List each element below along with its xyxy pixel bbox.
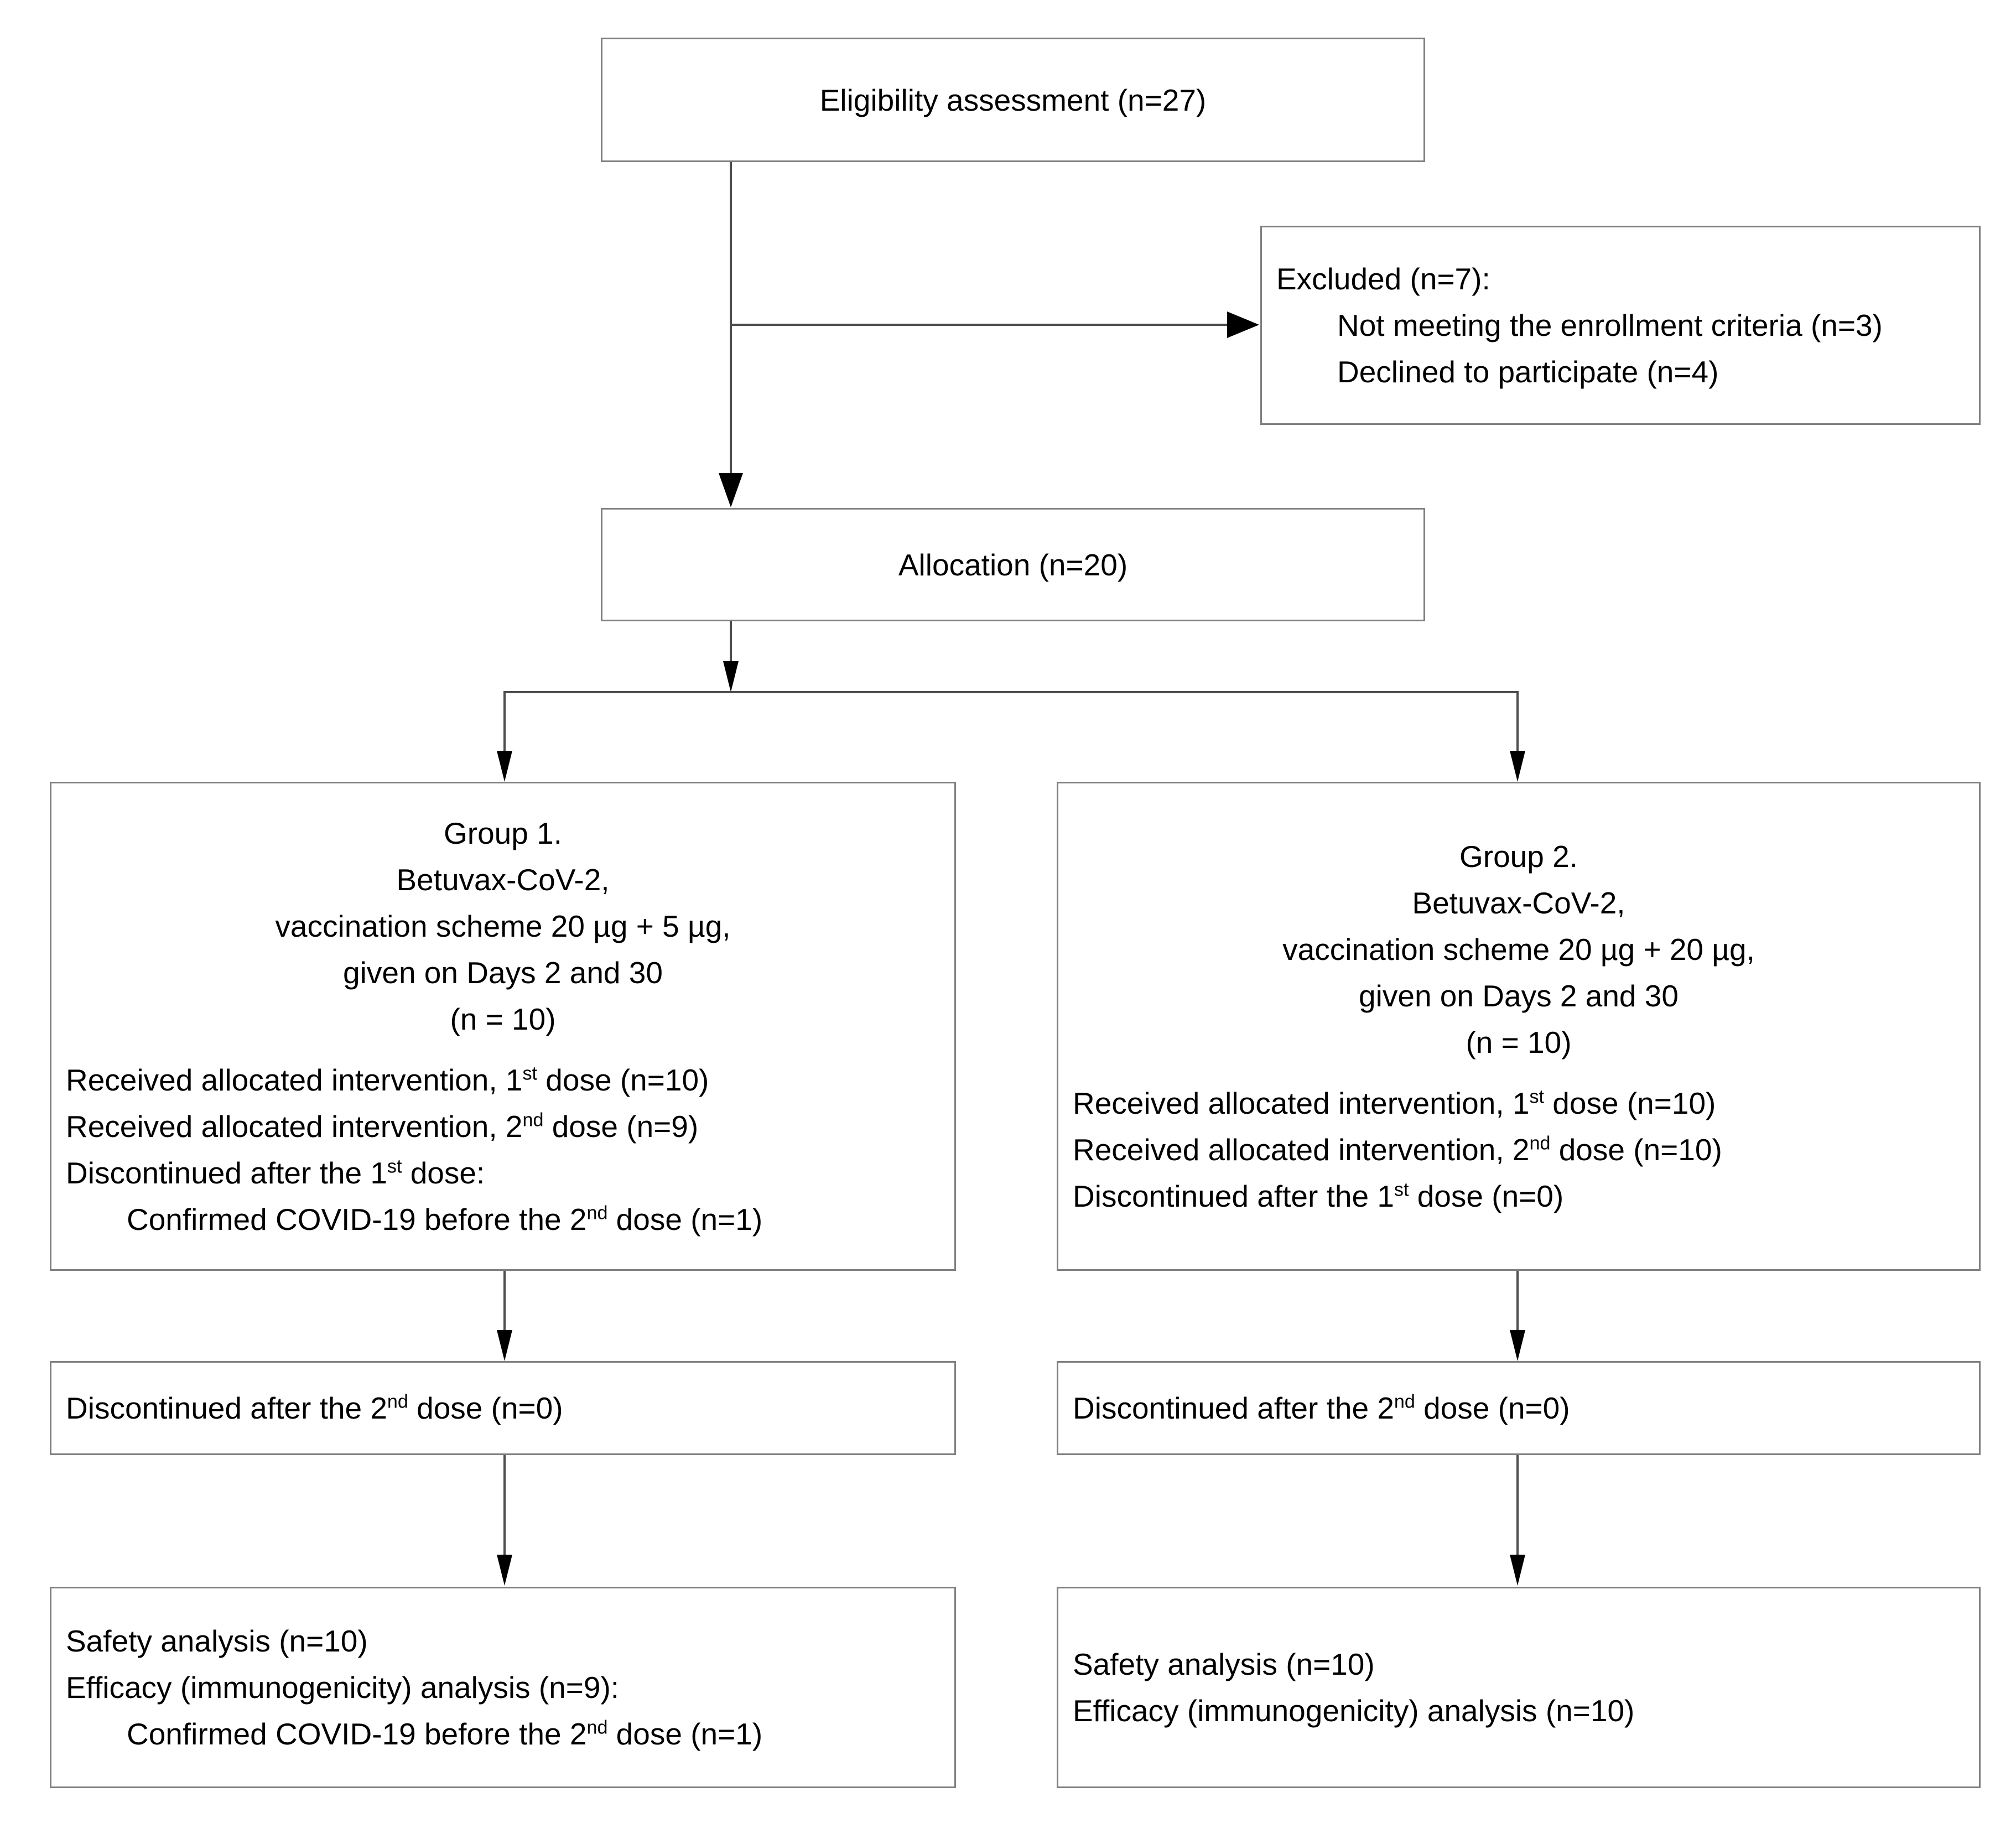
analysis-2-lines-1: Efficacy (immunogenicity) analysis (n=10… — [1073, 1694, 1635, 1728]
discontinued-1-lines-0: Discontinued after the 2nd dose (n=0) — [66, 1391, 563, 1425]
group-1-details-3: Confirmed COVID-19 before the 2nd dose (… — [127, 1202, 763, 1237]
group-1-details-2-ordinal-suffix: st — [387, 1156, 402, 1177]
group-2-header-line-1: Betuvax-CoV-2, — [1412, 886, 1625, 920]
arrowhead-to-group2 — [1510, 751, 1525, 782]
arrowhead-to-excluded — [1227, 311, 1259, 338]
connector-discontinued1-to-analysis — [503, 1455, 506, 1555]
arrowhead-discontinued1-to-analysis — [497, 1555, 512, 1586]
group-2-header: Group 2. Betuvax-CoV-2, vaccination sche… — [1058, 833, 1979, 1066]
excluded-heading: Excluded (n=7): — [1276, 262, 1490, 296]
connector-group2-to-discontinued — [1516, 1271, 1519, 1331]
arrowhead-group1-to-discontinued — [497, 1330, 512, 1361]
group-1-details-0-ordinal-suffix: st — [522, 1063, 538, 1084]
group-2-details-0: Received allocated intervention, 1st dos… — [1073, 1086, 1716, 1120]
connector-group1-to-discontinued — [503, 1271, 506, 1331]
group-2-header-line-4: (n = 10) — [1466, 1025, 1572, 1059]
box-eligibility-assessment: Eligibility assessment (n=27) — [601, 38, 1425, 162]
group-1-header-line-3: given on Days 2 and 30 — [343, 955, 663, 990]
connector-to-excluded — [731, 324, 1229, 326]
analysis-1-lines-2-ordinal-suffix: nd — [586, 1717, 608, 1738]
arrowhead-to-allocation — [719, 473, 743, 507]
arrowhead-allocation-split — [723, 661, 739, 692]
group-2-details: Received allocated intervention, 1st dos… — [1058, 1080, 1993, 1219]
analysis-1-lines: Safety analysis (n=10) Efficacy (immunoge… — [66, 1618, 954, 1757]
analysis-1-lines-0: Safety analysis (n=10) — [66, 1624, 368, 1658]
discontinued-2-lines: Discontinued after the 2nd dose (n=0) — [1073, 1385, 1979, 1431]
discontinued-2-lines-0: Discontinued after the 2nd dose (n=0) — [1073, 1391, 1570, 1425]
group-1-details-2: Discontinued after the 1st dose: — [66, 1156, 485, 1190]
arrowhead-to-group1 — [497, 751, 512, 782]
group-1-details-3-ordinal-suffix: nd — [586, 1202, 608, 1224]
analysis-1-lines-2: Confirmed COVID-19 before the 2nd dose (… — [127, 1717, 763, 1751]
group-1-header-line-1: Betuvax-CoV-2, — [396, 863, 610, 897]
group-2-details-2-ordinal-suffix: st — [1394, 1179, 1409, 1201]
group-1-header-line-0: Group 1. — [443, 816, 562, 850]
excluded-item-0: Not meeting the enrollment criteria (n=3… — [1337, 308, 1883, 342]
group-1-details-1-ordinal-suffix: nd — [522, 1109, 544, 1131]
connector-split-bar — [503, 691, 1519, 693]
box-analysis-group-1: Safety analysis (n=10) Efficacy (immunoge… — [50, 1587, 956, 1788]
excluded-item-1: Declined to participate (n=4) — [1337, 355, 1719, 389]
group-1-details-1: Received allocated intervention, 2nd dos… — [66, 1109, 699, 1144]
box-allocation: Allocation (n=20) — [601, 508, 1425, 621]
eligibility-assessment-label: Eligibility assessment (n=27) — [819, 82, 1207, 117]
box-discontinued-2nd-dose-group-2: Discontinued after the 2nd dose (n=0) — [1057, 1361, 1981, 1455]
analysis-1-lines-1: Efficacy (immunogenicity) analysis (n=9)… — [66, 1670, 620, 1705]
connector-discontinued2-to-analysis — [1516, 1455, 1519, 1555]
group-2-header-line-3: given on Days 2 and 30 — [1359, 979, 1679, 1013]
group-2-header-line-0: Group 2. — [1459, 839, 1578, 874]
discontinued-1-lines-0-ordinal-suffix: nd — [387, 1391, 408, 1412]
group-1-details-0: Received allocated intervention, 1st dos… — [66, 1063, 709, 1097]
discontinued-1-lines: Discontinued after the 2nd dose (n=0) — [66, 1385, 954, 1431]
connector-split-right — [1516, 691, 1519, 753]
arrowhead-discontinued2-to-analysis — [1510, 1555, 1525, 1586]
box-analysis-group-2: Safety analysis (n=10) Efficacy (immunoge… — [1057, 1587, 1981, 1788]
group-2-details-1: Received allocated intervention, 2nd dos… — [1073, 1133, 1722, 1167]
group-1-details: Received allocated intervention, 1st dos… — [51, 1057, 969, 1243]
group-1-header-line-4: (n = 10) — [450, 1002, 556, 1036]
connector-allocation-stem — [730, 621, 732, 688]
arrowhead-group2-to-discontinued — [1510, 1330, 1525, 1361]
box-excluded: Excluded (n=7): Not meeting the enrollme… — [1260, 226, 1981, 425]
group-1-header: Group 1. Betuvax-CoV-2, vaccination sche… — [51, 810, 954, 1042]
group-2-details-1-ordinal-suffix: nd — [1529, 1133, 1551, 1154]
group-2-details-0-ordinal-suffix: st — [1529, 1086, 1545, 1108]
group-2-header-line-2: vaccination scheme 20 µg + 20 µg, — [1282, 932, 1755, 967]
allocation-label: Allocation (n=20) — [898, 547, 1128, 582]
group-1-header-line-2: vaccination scheme 20 µg + 5 µg, — [275, 909, 731, 943]
analysis-2-lines: Safety analysis (n=10) Efficacy (immunoge… — [1073, 1641, 1979, 1734]
connector-split-left — [503, 691, 506, 753]
box-group-2: Group 2. Betuvax-CoV-2, vaccination sche… — [1057, 782, 1981, 1271]
analysis-2-lines-0: Safety analysis (n=10) — [1073, 1647, 1375, 1681]
box-discontinued-2nd-dose-group-1: Discontinued after the 2nd dose (n=0) — [50, 1361, 956, 1455]
box-group-1: Group 1. Betuvax-CoV-2, vaccination sche… — [50, 782, 956, 1271]
discontinued-2-lines-0-ordinal-suffix: nd — [1394, 1391, 1415, 1412]
group-2-details-2: Discontinued after the 1st dose (n=0) — [1073, 1179, 1564, 1213]
